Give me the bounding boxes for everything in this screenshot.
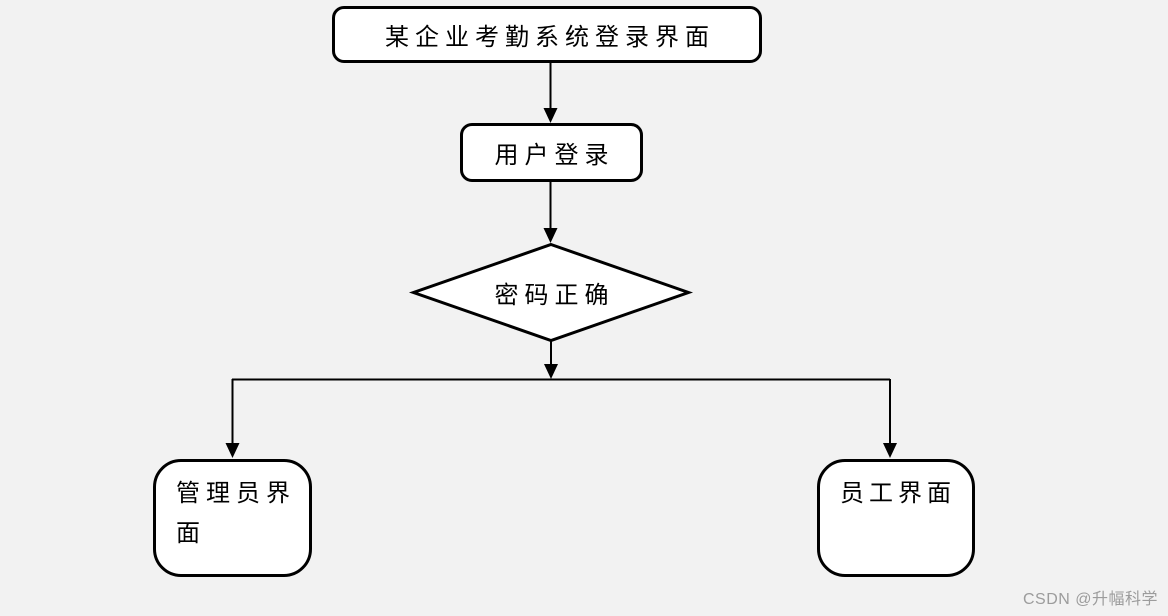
csdn-watermark: CSDN @升幅科学 [1022, 591, 1158, 608]
node-employee-interface-label: 员工界面 [840, 481, 956, 507]
node-user-login: 用户登录 [460, 123, 643, 182]
node-admin-interface: 管理员界面 [153, 459, 312, 577]
node-login-screen: 某企业考勤系统登录界面 [332, 6, 762, 63]
arrowhead-employee [883, 443, 897, 458]
decision-diamond-shape [408, 242, 694, 343]
arrowhead-admin [225, 443, 240, 458]
arrowhead-login [543, 108, 558, 123]
arrowhead-rail [544, 364, 558, 379]
node-admin-interface-label: 管理员界面 [176, 481, 296, 547]
node-employee-interface: 员工界面 [817, 459, 975, 577]
node-user-login-label: 用户登录 [494, 143, 615, 169]
arrowhead-decision [543, 228, 558, 243]
node-login-screen-label: 某企业考勤系统登录界面 [385, 25, 715, 51]
